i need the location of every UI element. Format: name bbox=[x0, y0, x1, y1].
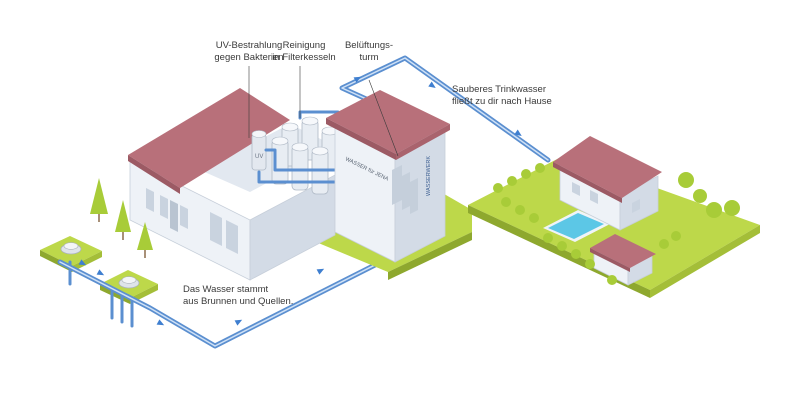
hall-windows bbox=[146, 188, 238, 254]
uv-tank-letter: UV bbox=[255, 154, 263, 160]
label-clean-line2: fließt zu dir nach Hause bbox=[452, 95, 552, 107]
label-clean-line1: Sauberes Trinkwasser bbox=[452, 84, 546, 95]
trees-left bbox=[90, 178, 153, 258]
leader-lines bbox=[248, 66, 399, 157]
spring-well-platforms bbox=[40, 236, 158, 328]
aeration-tower: WASSER für JENA WASSERWERK bbox=[326, 90, 450, 263]
label-aeration-tower: Belüftungs- turm bbox=[338, 40, 400, 63]
label-clean-drinking-water: Sauberes Trinkwasser fließt zu dir nach … bbox=[452, 84, 552, 107]
label-uv-irradiation: UV-Bestrahlung gegen Bakterien bbox=[204, 40, 294, 63]
label-aeration-line2: turm bbox=[359, 51, 379, 63]
label-source-line2: aus Brunnen und Quellen. bbox=[183, 295, 294, 307]
garage bbox=[590, 234, 656, 286]
uv-unit: UV bbox=[251, 130, 267, 171]
family-house bbox=[553, 136, 662, 231]
label-aeration-line1: Belüftungs- bbox=[344, 40, 394, 51]
label-source-line1: Das Wasser stammt bbox=[183, 284, 269, 295]
label-uv-line1: UV-Bestrahlung bbox=[215, 40, 283, 51]
swimming-pool bbox=[543, 210, 610, 242]
well-platform-2 bbox=[100, 270, 158, 304]
garden-trees bbox=[493, 163, 740, 285]
label-filter-cleaning: Reinigung in Filterkesseln bbox=[266, 40, 342, 63]
label-uv-line2: gegen Bakterien bbox=[214, 51, 284, 63]
flow-arrows bbox=[78, 76, 522, 326]
aeration-cascade bbox=[392, 165, 418, 214]
label-filter-line2: in Filterkesseln bbox=[272, 51, 336, 63]
house-plot bbox=[468, 136, 760, 298]
label-filter-line1: Reinigung bbox=[282, 40, 326, 51]
main-hall bbox=[128, 88, 336, 281]
label-water-source: Das Wasser stammt aus Brunnen und Quelle… bbox=[183, 284, 293, 307]
tower-sign-text: WASSERWERK bbox=[426, 156, 432, 196]
